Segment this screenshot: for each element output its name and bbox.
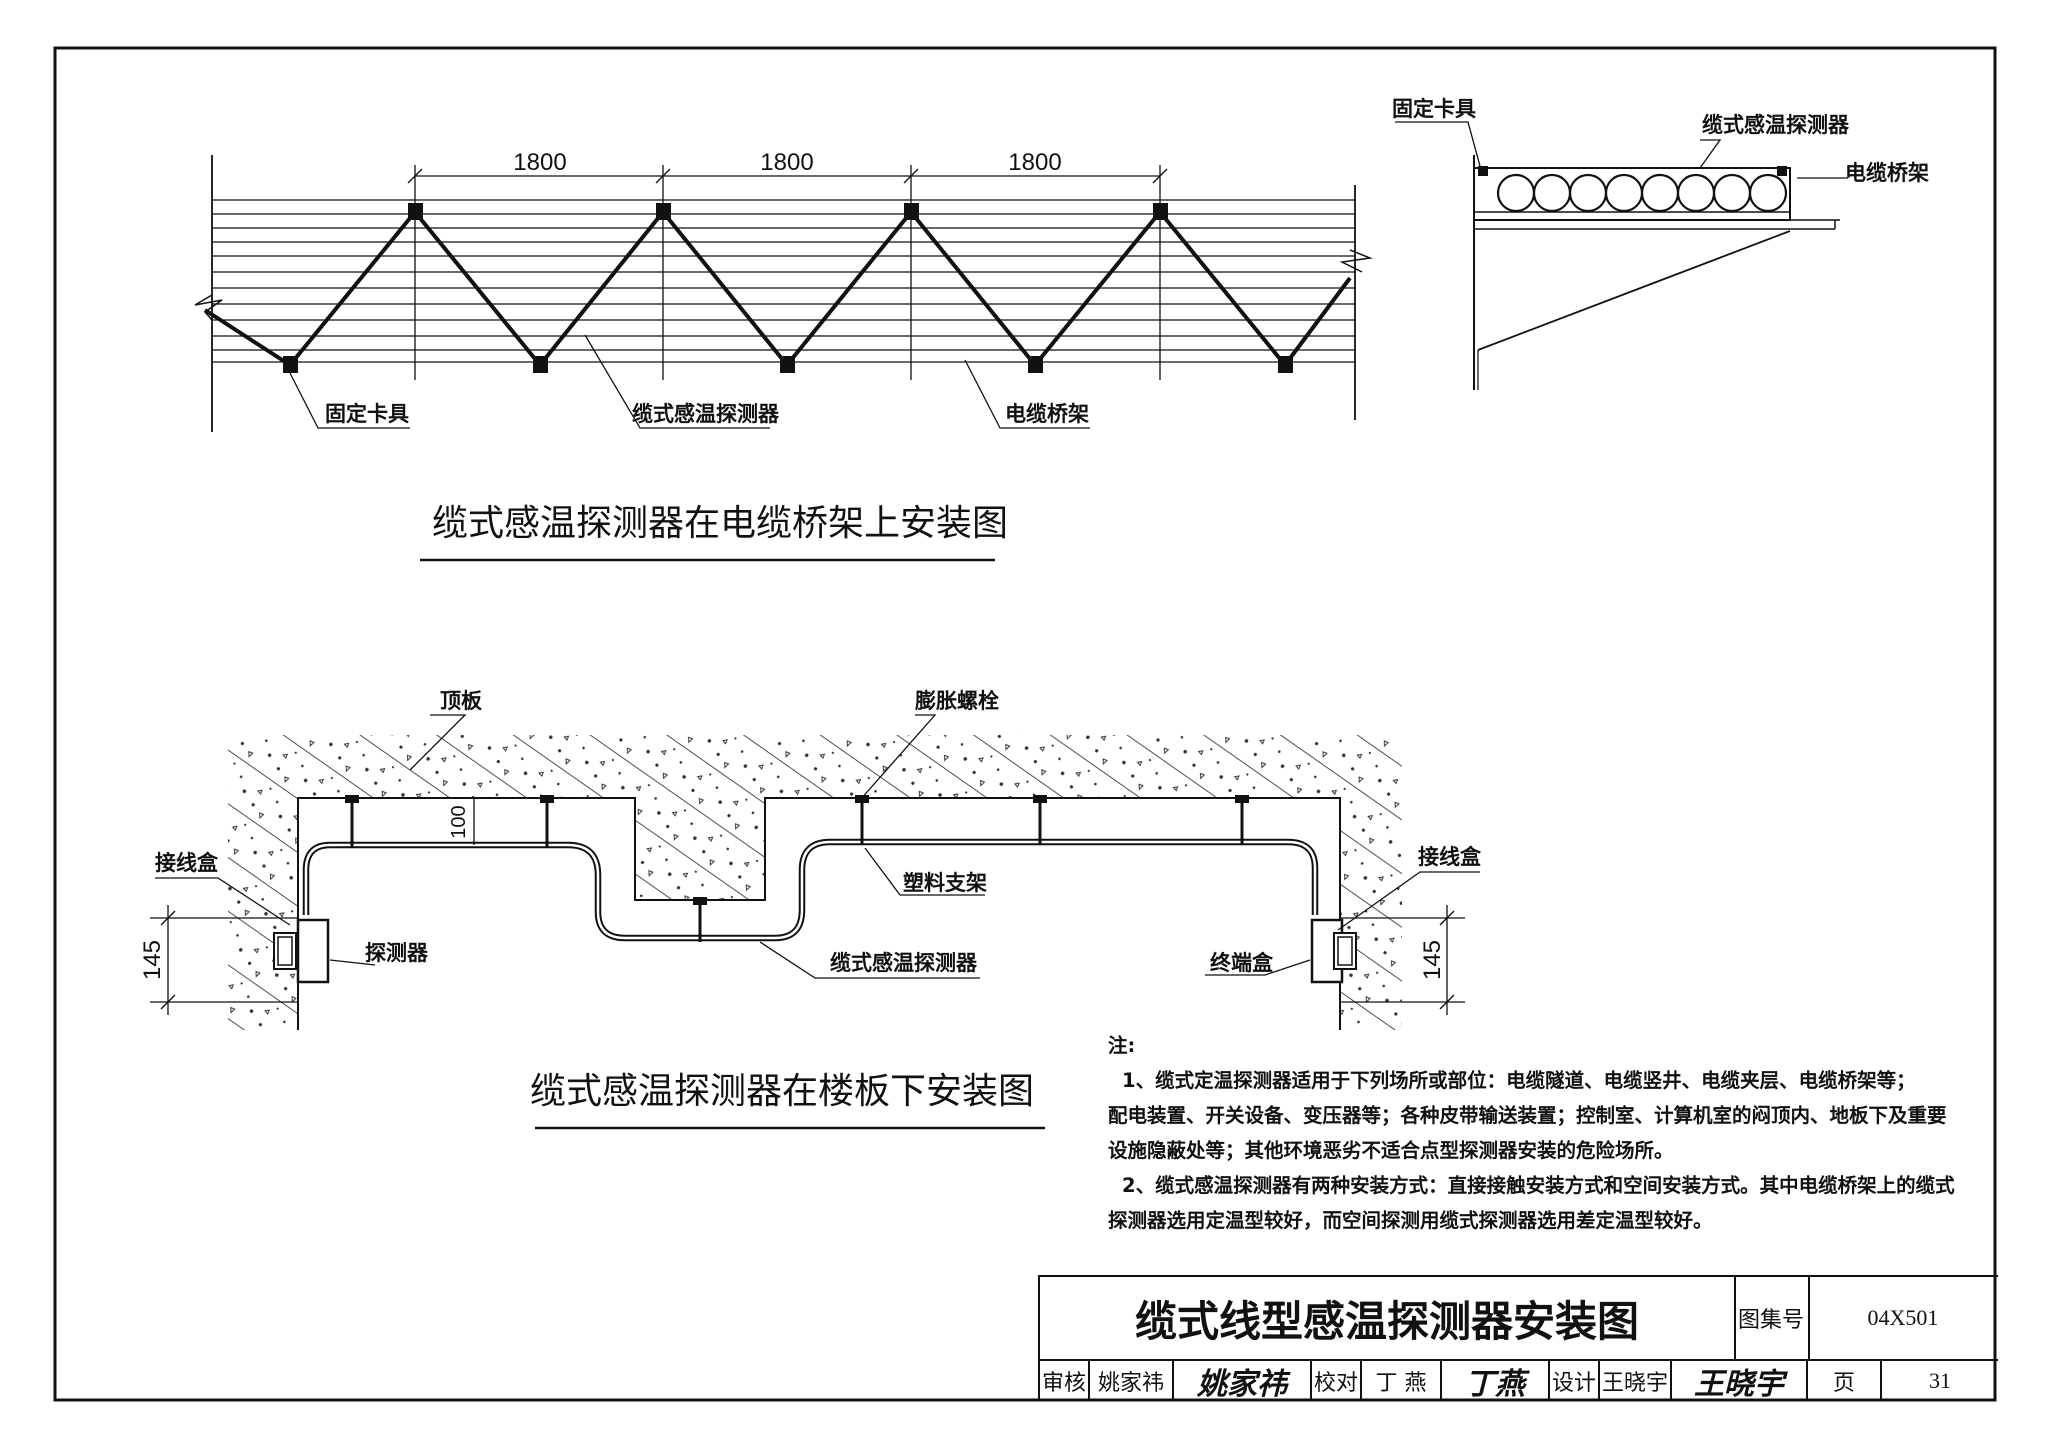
slab-caption: 缆式感温探测器在楼板下安装图 bbox=[530, 1071, 1034, 1112]
dim-label-2: 1800 bbox=[760, 149, 813, 176]
check-signature: 丁燕 bbox=[1442, 1361, 1550, 1402]
note-line-3: 设施隐蔽处等；其他环境恶劣不适合点型探测器安装的危险场所。 bbox=[1108, 1139, 1674, 1162]
design-name: 王晓宇 bbox=[1600, 1361, 1672, 1401]
page-label: 页 bbox=[1808, 1361, 1882, 1401]
title-block: 缆式线型感温探测器安装图 图集号 04X501 审核 姚家祎 姚家祎 校对 丁 … bbox=[1038, 1275, 1998, 1402]
tray-caption: 缆式感温探测器在电缆桥架上安装图 bbox=[432, 503, 1008, 544]
cables-in-tray bbox=[1496, 173, 1788, 213]
dim-label-3: 1800 bbox=[1008, 149, 1061, 176]
design-label: 设计 bbox=[1550, 1361, 1600, 1401]
label-cable: 缆式感温探测器 bbox=[830, 951, 978, 975]
label-tray: 电缆桥架 bbox=[1005, 402, 1089, 426]
review-name: 姚家祎 bbox=[1090, 1361, 1174, 1401]
label-detector: 缆式感温探测器 bbox=[632, 402, 780, 426]
under-slab-detector-cable bbox=[302, 838, 1319, 942]
page-value: 31 bbox=[1929, 1368, 1951, 1393]
fixing-clamps bbox=[283, 203, 1293, 373]
atlas-value: 04X501 bbox=[1867, 1305, 1939, 1330]
plastic-supports bbox=[350, 798, 1244, 942]
drawing-title: 缆式线型感温探测器安装图 bbox=[1040, 1277, 1736, 1359]
check-name: 丁 燕 bbox=[1362, 1361, 1442, 1401]
tray-section-diagram: 固定卡具 缆式感温探测器 电缆桥架 bbox=[1392, 97, 1929, 390]
section-label-clamp: 固定卡具 bbox=[1392, 97, 1476, 121]
label-detector-box: 探测器 bbox=[365, 941, 429, 965]
note-line-5: 探测器选用定温型较好，而空间探测用缆式探测器选用差定温型较好。 bbox=[1108, 1209, 1713, 1232]
concrete-slab bbox=[228, 735, 1402, 1030]
section-label-detector: 缆式感温探测器 bbox=[1702, 113, 1850, 137]
sheet-frame bbox=[53, 46, 1997, 1402]
notes-heading: 注: bbox=[1108, 1034, 1136, 1057]
label-ceiling: 顶板 bbox=[440, 689, 483, 713]
dim-right-145: 145 bbox=[1419, 940, 1446, 980]
label-end-box: 终端盒 bbox=[1210, 951, 1274, 975]
cable-tray-lines bbox=[212, 199, 1355, 363]
atlas-label: 图集号 bbox=[1734, 1277, 1810, 1359]
note-line-2: 配电装置、开关设备、变压器等；各种皮带输送装置；控制室、计算机室的闷顶内、地板下… bbox=[1108, 1104, 1947, 1127]
note-line-1: 1、缆式定温探测器适用于下列场所或部位：电缆隧道、电缆竖井、电缆夹层、电缆桥架等… bbox=[1122, 1069, 1916, 1092]
notes-block: 注: 1、缆式定温探测器适用于下列场所或部位：电缆隧道、电缆竖井、电缆夹层、电缆… bbox=[1108, 1028, 1988, 1238]
label-support: 塑料支架 bbox=[903, 871, 987, 895]
label-junction-right: 接线盒 bbox=[1418, 845, 1482, 869]
review-signature: 姚家祎 bbox=[1174, 1361, 1312, 1402]
detector-box bbox=[296, 918, 330, 984]
label-junction-left: 接线盒 bbox=[155, 851, 219, 875]
tray-installation-diagram: 1800 1800 1800 固定卡具 缆式感温探测器 电缆桥架 缆式感温探测器… bbox=[194, 149, 1373, 562]
slab-installation-diagram: 145 145 100 顶板 膨胀螺栓 接线盒 接线盒 塑料支架 探测器 缆式感… bbox=[139, 689, 1482, 1130]
dim-gap-100: 100 bbox=[448, 805, 470, 838]
design-signature: 王晓宇 bbox=[1672, 1361, 1808, 1402]
label-clamp: 固定卡具 bbox=[325, 402, 409, 426]
dim-label-1: 1800 bbox=[513, 149, 566, 176]
signature-row: 审核 姚家祎 姚家祎 校对 丁 燕 丁燕 设计 王晓宇 王晓宇 页 31 bbox=[1040, 1359, 1998, 1402]
section-label-tray: 电缆桥架 bbox=[1845, 161, 1929, 185]
review-label: 审核 bbox=[1040, 1361, 1090, 1401]
label-bolt: 膨胀螺栓 bbox=[915, 689, 999, 713]
note-line-4: 2、缆式感温探测器有两种安装方式：直接接触安装方式和空间安装方式。其中电缆桥架上… bbox=[1122, 1174, 1955, 1197]
check-label: 校对 bbox=[1312, 1361, 1362, 1401]
dim-left-145: 145 bbox=[139, 940, 166, 980]
